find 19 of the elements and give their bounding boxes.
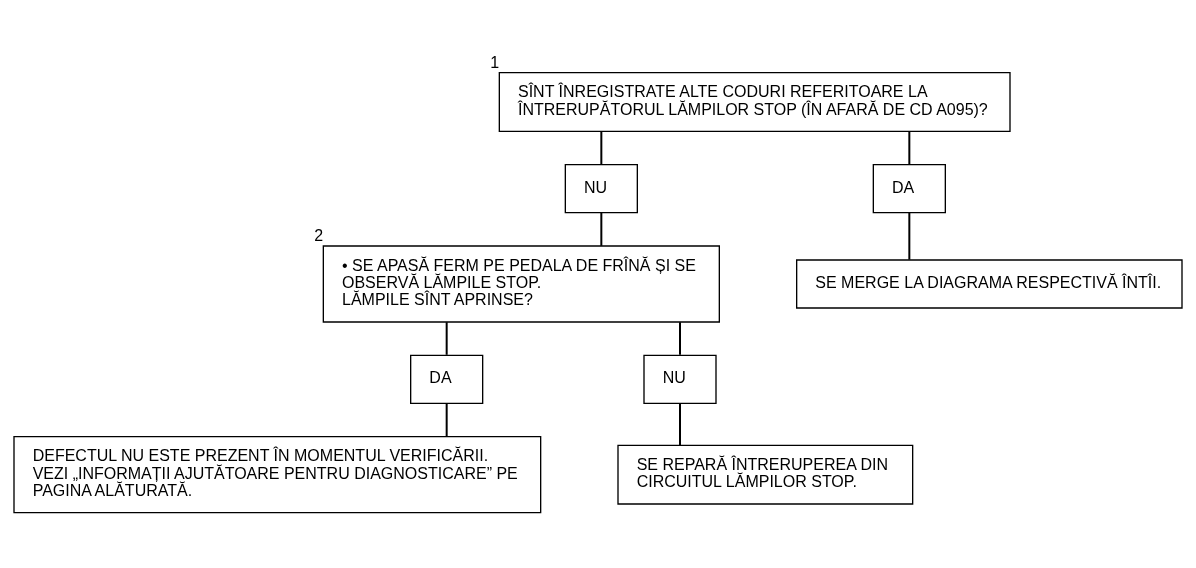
node-box: SÎNT ÎNREGISTRATE ALTE CODURI REFERITOARE LA ÎNTRERUPĂTORUL LĂMPILOR STOP (ÎN AFARĂ DE CD A095)? xyxy=(498,72,1011,132)
connector xyxy=(908,130,911,166)
connector xyxy=(679,402,681,447)
node-box: • SE APASĂ FERM PE PEDALA DE FRÎNĂ ȘI SE OBSERVĂ LĂMPILE STOP. LĂMPILE SÎNT APRINSE? xyxy=(322,245,720,323)
connector xyxy=(445,402,448,438)
connector xyxy=(679,321,681,356)
connector xyxy=(445,321,448,356)
connector xyxy=(908,211,911,261)
connector xyxy=(600,130,603,166)
node-box: SE REPARĂ ÎNTRERUPEREA DIN CIRCUITUL LĂMPILOR STOP. xyxy=(617,444,914,505)
node-label: 1 xyxy=(490,54,500,72)
node-box: NU xyxy=(643,354,717,404)
node-box: DA xyxy=(410,354,484,404)
node-box: DA xyxy=(872,164,946,214)
connector xyxy=(600,211,603,247)
node-box: DEFECTUL NU ESTE PREZENT ÎN MOMENTUL VERIFICĂRII. VEZI „INFORMAȚII AJUTĂTOARE PENTRU DIAGNOSTICARE” PE PAGINA ALĂTURATĂ. xyxy=(13,436,542,514)
node-label: 2 xyxy=(314,227,324,245)
node-box: SE MERGE LA DIAGRAMA RESPECTIVĂ ÎNTÎI. xyxy=(796,259,1183,309)
node-box: NU xyxy=(564,164,638,214)
